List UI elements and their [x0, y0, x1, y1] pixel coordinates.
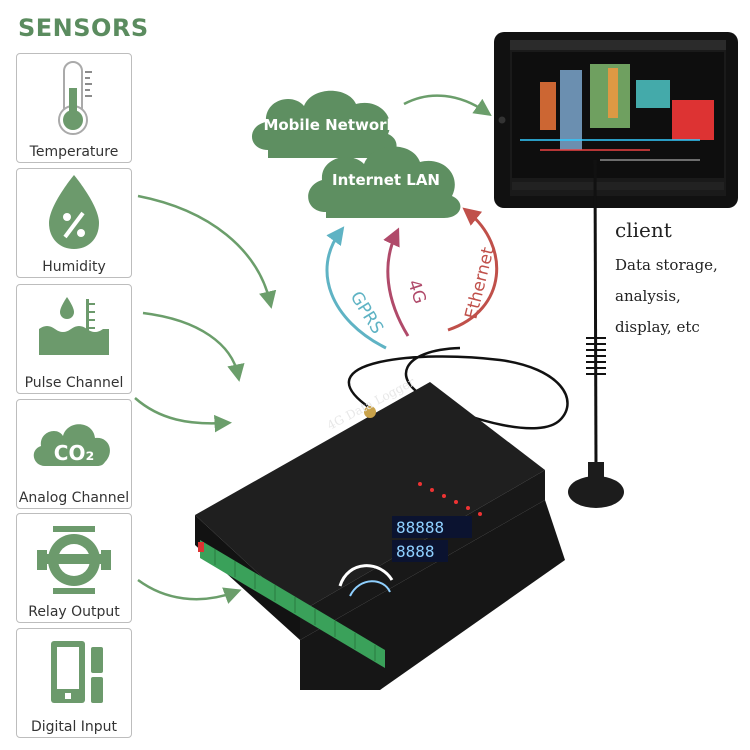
arrow-to-client: [403, 94, 492, 116]
sensor-card-humidity: Humidity: [16, 168, 132, 278]
tablet-client: [494, 32, 738, 208]
internet-lan-cloud: Internet LAN: [308, 146, 461, 218]
pump-icon: [37, 526, 111, 594]
sensor-card-analog: CO₂ Analog Channel: [16, 399, 132, 509]
sensor-label-digital: Digital Input: [30, 719, 118, 735]
svg-text:CO₂: CO₂: [54, 441, 94, 465]
co2-cloud-icon: CO₂: [33, 424, 110, 466]
sensor-label-analog: Analog Channel: [18, 490, 130, 506]
client-title: client: [615, 218, 672, 242]
antenna: [568, 159, 624, 508]
arrow-analog: [134, 397, 232, 433]
client-line-2: analysis,: [615, 287, 681, 305]
thermometer-icon: [58, 61, 92, 135]
sensor-card-temperature: Temperature: [16, 53, 132, 163]
arrow-relay: [137, 578, 242, 604]
sensor-label-humidity: Humidity: [42, 259, 106, 275]
sensor-card-digital: Digital Input: [16, 628, 132, 738]
client-line-3: display, etc: [615, 318, 700, 336]
ethernet-arc: [447, 207, 499, 332]
ethernet-label: Ethernet: [461, 245, 498, 321]
4g-arc: [383, 227, 410, 337]
humidity-drop-icon: [49, 175, 99, 249]
4g-label: 4G: [403, 277, 429, 306]
sensor-label-temperature: Temperature: [29, 144, 119, 160]
sensor-card-pulse: Pulse Channel: [16, 284, 132, 394]
sensor-card-relay: Relay Output: [16, 513, 132, 623]
arrow-humidity: [137, 194, 277, 309]
arrow-pulse: [142, 311, 245, 382]
sensor-label-relay: Relay Output: [28, 604, 120, 620]
svg-text:8888: 8888: [396, 542, 435, 561]
water-level-icon: [39, 297, 109, 355]
gprs-arc: [325, 226, 387, 350]
sensor-label-pulse: Pulse Channel: [24, 375, 124, 391]
antenna-cable: [347, 346, 569, 430]
sensors-title: SENSORS: [18, 14, 149, 42]
mobile-network-cloud: Mobile Network: [251, 90, 398, 158]
svg-text:88888: 88888: [396, 518, 444, 537]
data-logger-device: 88888 8888 4G Data Logger: [195, 375, 565, 690]
mobile-network-label: Mobile Network: [263, 116, 397, 134]
client-line-1: Data storage,: [615, 256, 718, 274]
gprs-label: GPRS: [346, 288, 387, 338]
internet-lan-label: Internet LAN: [332, 171, 440, 189]
door-switch-icon: [51, 641, 103, 703]
